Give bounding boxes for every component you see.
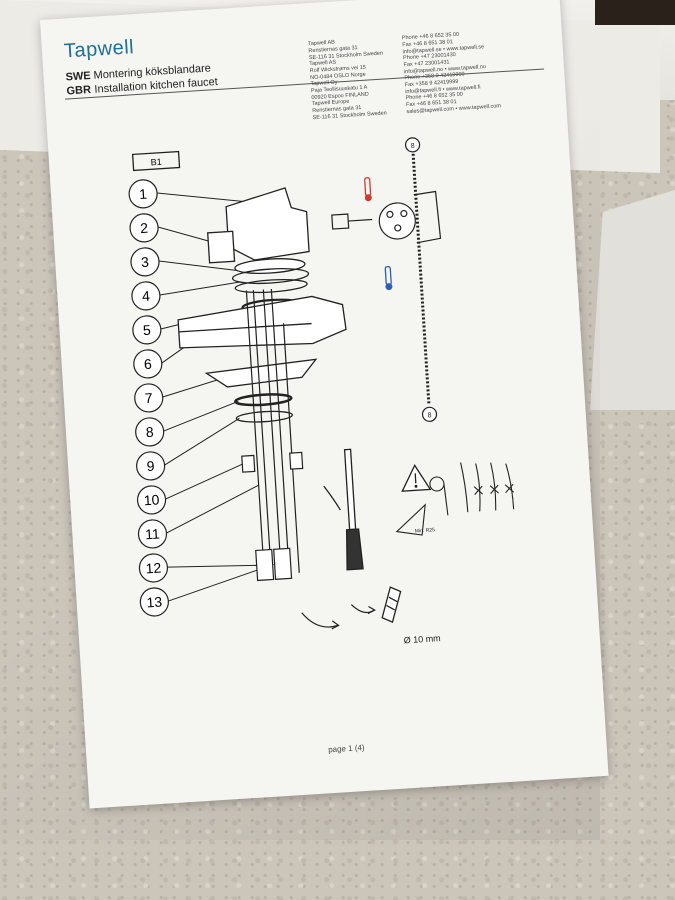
callout-circle xyxy=(138,553,169,583)
top-view-detail: 8 8 xyxy=(331,137,442,422)
callout-number: 4 xyxy=(142,288,151,304)
shank-hoses xyxy=(241,288,304,582)
bend-radius-label: Min. R25 xyxy=(415,527,436,534)
callout-number: 7 xyxy=(144,390,153,406)
callout-number: 13 xyxy=(146,593,163,610)
callout-circle xyxy=(134,383,164,413)
callout-circle xyxy=(131,281,161,311)
callout-circle xyxy=(137,519,168,549)
callout-number: 10 xyxy=(143,491,160,508)
callout-number: 11 xyxy=(145,525,161,542)
page-number: page 1 (4) xyxy=(327,743,365,755)
cold-indicator-icon xyxy=(384,265,393,291)
callout-circle xyxy=(136,485,167,515)
callout-circle xyxy=(129,213,159,243)
leader-line xyxy=(163,400,239,432)
part-callout-8: 8 xyxy=(135,400,239,447)
mounting-plate xyxy=(204,358,318,423)
callout-circle xyxy=(128,179,158,209)
part-callout-3: 3 xyxy=(130,247,241,277)
callout-number: 9 xyxy=(146,458,155,474)
part-callout-1: 1 xyxy=(128,179,282,209)
dark-corner xyxy=(595,0,675,25)
callout-circle xyxy=(136,451,166,481)
callout-circle xyxy=(130,247,160,277)
part-callout-7: 7 xyxy=(134,376,227,413)
part-callout-9: 9 xyxy=(136,417,240,481)
leader-line xyxy=(165,463,243,500)
box-side-panel xyxy=(590,190,675,410)
drill-bit: Ø 10 mm xyxy=(381,586,441,645)
part-callout-11: 11 xyxy=(137,484,259,549)
callout-number: 12 xyxy=(145,559,162,576)
section-label-box: B1 xyxy=(131,150,181,172)
leader-line xyxy=(162,376,227,398)
bend-radius-detail: Min. R25 xyxy=(395,462,515,536)
leader-line xyxy=(164,417,240,466)
wrench-tool xyxy=(323,448,364,571)
warning-icon xyxy=(401,464,432,492)
callout-circle xyxy=(135,417,165,447)
drill-size-label: Ø 10 mm xyxy=(403,633,441,645)
hose-marker-top: 8 xyxy=(410,143,414,150)
leader-line xyxy=(159,281,241,296)
callout-number: 1 xyxy=(139,186,148,202)
rotation-arrows xyxy=(301,604,376,630)
hose-marker-bottom: 8 xyxy=(427,412,431,419)
leader-line xyxy=(167,564,259,568)
callout-circle xyxy=(133,349,163,379)
callout-number: 5 xyxy=(142,322,151,338)
part-callout-4: 4 xyxy=(131,281,241,311)
brand-logo: Tapwell xyxy=(63,36,135,63)
part-callout-10: 10 xyxy=(136,463,243,515)
part-callout-13: 13 xyxy=(139,563,274,617)
part-callout-2: 2 xyxy=(129,213,229,248)
faucet-body xyxy=(207,187,310,314)
part-callout-6: 6 xyxy=(133,332,205,379)
leader-line xyxy=(166,484,259,534)
callout-number: 6 xyxy=(143,356,152,372)
callout-circle xyxy=(139,587,169,617)
part-callout-12: 12 xyxy=(138,553,259,583)
callout-number: 2 xyxy=(140,220,149,236)
countertop xyxy=(177,295,347,349)
callout-number: 8 xyxy=(145,424,154,440)
leader-line xyxy=(158,260,241,272)
section-label: B1 xyxy=(150,157,162,168)
hot-indicator-icon xyxy=(364,177,372,202)
leader-line xyxy=(168,563,274,602)
callout-circle xyxy=(132,315,162,345)
callout-number: 3 xyxy=(141,254,150,270)
